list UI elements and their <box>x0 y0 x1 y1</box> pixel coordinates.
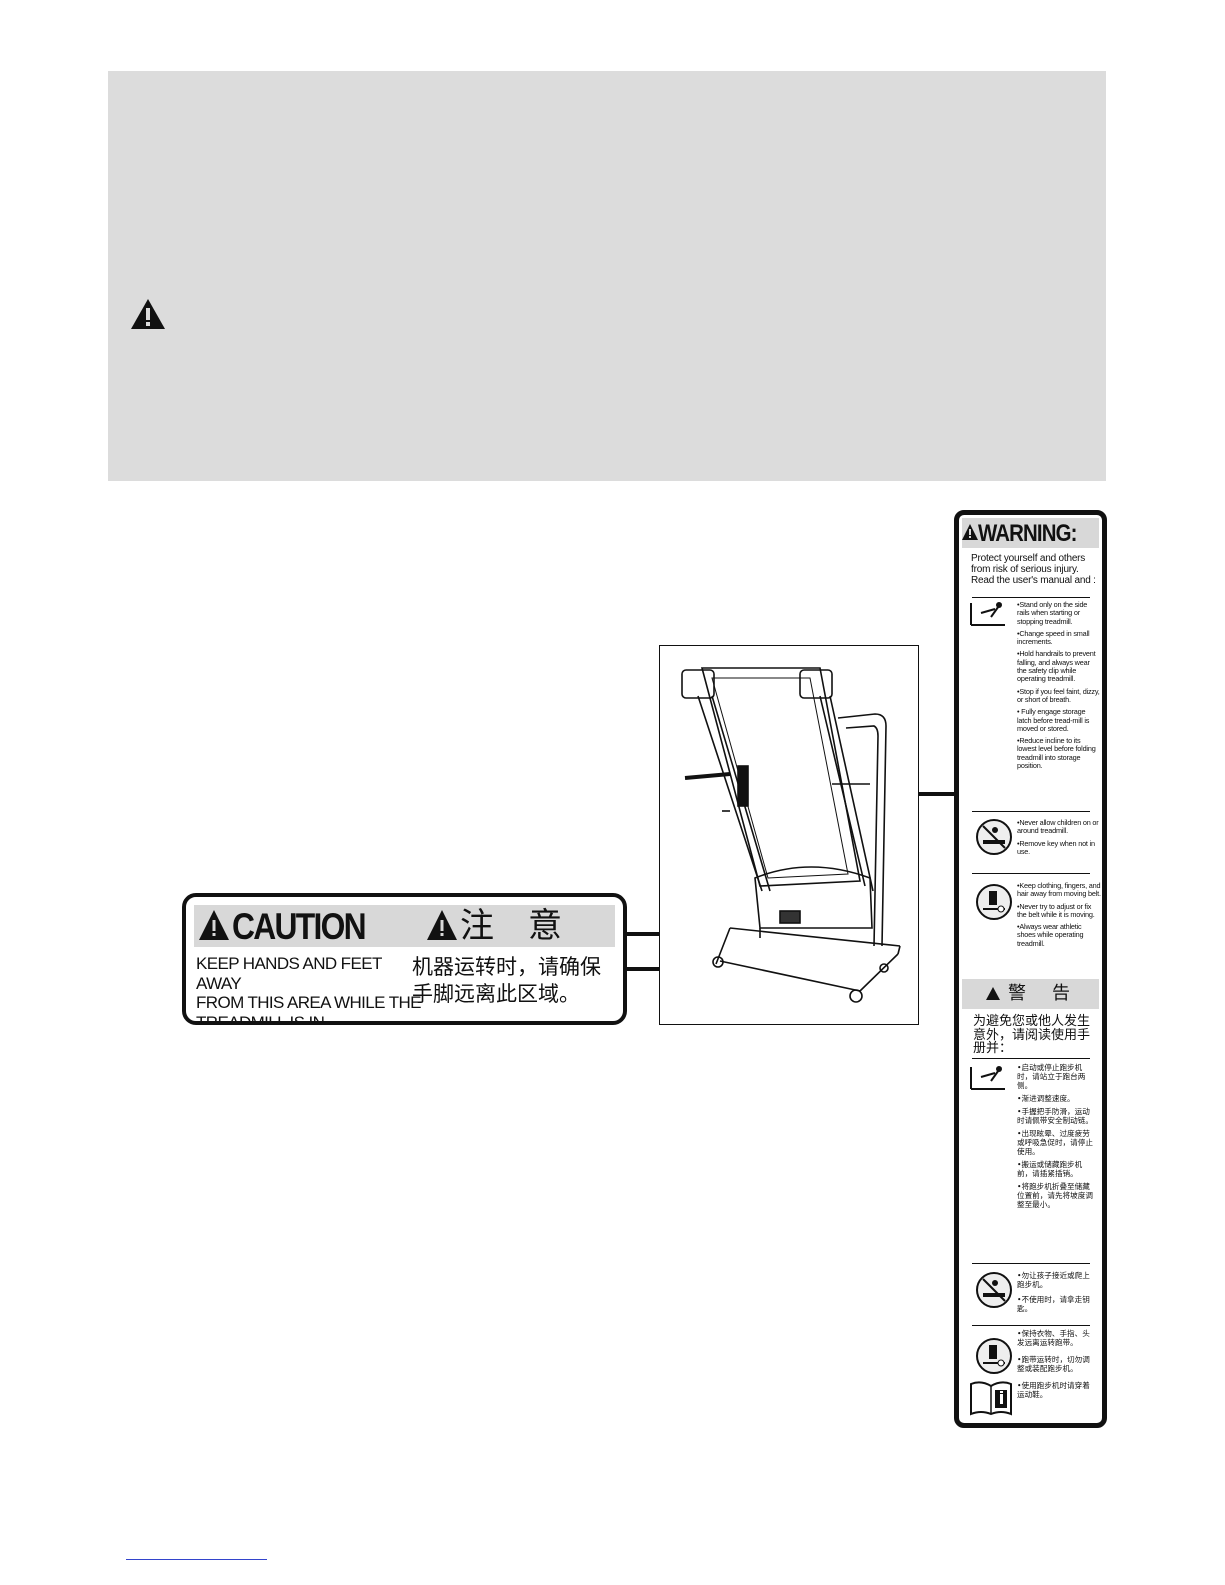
warning-item: •Stop if you feel faint, dizzy, or short… <box>1017 686 1100 704</box>
warning-label: WARNING: Protect yourself and others fro… <box>954 510 1107 1428</box>
warning-item: •Keep clothing, fingers, and hair away f… <box>1017 881 1101 899</box>
warning-item: •Stand only on the side rails when start… <box>1017 600 1088 626</box>
divider <box>972 1325 1090 1326</box>
caution-line: FROM THIS AREA WHILE THE <box>196 993 422 1012</box>
warning-heading-zh-bar: 警 告 <box>962 979 1099 1009</box>
warning-item: •保持衣物、手指、头发远离运转跑带。 <box>1017 1329 1090 1347</box>
warning-heading-en: WARNING: <box>978 520 1077 547</box>
treadmill-illustration-frame <box>659 645 919 1025</box>
grey-instruction-panel <box>108 71 1106 481</box>
warning-item: •Reduce incline to its lowest level befo… <box>1017 736 1096 771</box>
fall-hazard-icon <box>970 602 1005 626</box>
warning-section-2-en: •Never allow children on or around tread… <box>1017 818 1101 856</box>
warning-section-2-zh: •勿让孩子接近或爬上跑步机。 •不使用时，请拿走钥匙。 <box>1017 1271 1097 1313</box>
warning-item: •Never try to adjust or fix the belt whi… <box>1017 901 1095 919</box>
warning-item: •跑带运转时，切勿调整或装配跑步机。 <box>1017 1355 1090 1373</box>
warning-item: •启动或停止跑步机时，请站立于跑台两侧。 <box>1017 1063 1086 1090</box>
warning-triangle-icon <box>131 299 165 329</box>
caution-line: 手脚远离此区域。 <box>412 982 580 1006</box>
caution-line: KEEP HANDS AND FEET AWAY <box>196 954 382 993</box>
warning-item: •不使用时，请拿走钥匙。 <box>1017 1295 1090 1313</box>
warning-triangle-icon <box>427 910 457 940</box>
moving-belt-icon <box>976 1338 1012 1374</box>
warning-item: •将跑步机折叠至储藏位置前，请先将坡度调整至最小。 <box>1017 1182 1093 1209</box>
caution-text-en: KEEP HANDS AND FEET AWAY FROM THIS AREA … <box>196 954 422 1025</box>
caution-line: 机器运转时，请确保 <box>412 955 601 979</box>
divider <box>972 597 1090 598</box>
caution-line: TREADMILL IS IN OPERATION. <box>196 1012 325 1025</box>
warning-item: • Fully engage storage latch before trea… <box>1017 707 1090 733</box>
caution-heading-zh: 注 意 <box>460 906 562 946</box>
warning-section-1-en: •Stand only on the side rails when start… <box>1017 600 1101 771</box>
divider <box>972 1263 1090 1264</box>
warning-item: •Remove key when not in use. <box>1017 838 1095 856</box>
warning-item: •渐进调整速度。 <box>1017 1094 1075 1103</box>
warning-item: •手握把手防滑，运动时请佩带安全制动链。 <box>1017 1107 1093 1125</box>
warning-heading-bar: WARNING: <box>962 518 1099 548</box>
warning-heading-zh: 警 告 <box>1008 983 1074 1004</box>
warning-item: •Change speed in small increments. <box>1017 628 1090 647</box>
caution-label: CAUTION 注 意 KEEP HANDS AND FEET AWAY FRO… <box>182 893 627 1025</box>
footer-rule <box>126 1559 267 1560</box>
warning-intro-en: Protect yourself and others from risk of… <box>971 553 1096 586</box>
warning-triangle-icon <box>199 910 229 940</box>
divider <box>972 811 1090 812</box>
warning-section-3-zh: •保持衣物、手指、头发远离运转跑带。 •跑带运转时，切勿调整或装配跑步机。 •使… <box>1017 1329 1097 1399</box>
no-children-icon <box>976 819 1012 855</box>
warning-item: •勿让孩子接近或爬上跑步机。 <box>1017 1271 1090 1289</box>
moving-belt-icon <box>976 884 1012 920</box>
warning-triangle-icon <box>962 524 978 540</box>
caution-heading-bar: CAUTION 注 意 <box>194 905 615 947</box>
no-children-icon <box>976 1272 1012 1308</box>
warning-item: •使用跑步机时请穿着运动鞋。 <box>1017 1381 1090 1399</box>
warning-section-3-en: •Keep clothing, fingers, and hair away f… <box>1017 881 1101 948</box>
warning-section-1-zh: •启动或停止跑步机时，请站立于跑台两侧。 •渐进调整速度。 •手握把手防滑，运动… <box>1017 1063 1097 1209</box>
warning-item: •出现眩晕、过度疲劳或呼吸急促时，请停止使用。 <box>1017 1129 1093 1156</box>
warning-item: •搬运或储藏跑步机前，请插紧插销。 <box>1017 1160 1083 1178</box>
fall-hazard-icon <box>970 1066 1005 1090</box>
warning-item: •Always wear athletic shoes while operat… <box>1017 922 1084 948</box>
divider <box>972 873 1090 874</box>
caution-text-zh: 机器运转时，请确保 手脚远离此区域。 <box>412 954 622 1008</box>
warning-item: •Never allow children on or around tread… <box>1017 818 1099 836</box>
divider <box>972 1058 1090 1059</box>
warning-intro-zh: 为避免您或他人发生意外，请阅读使用手册并： <box>973 1014 1091 1056</box>
treadmill-illustration <box>681 667 901 1003</box>
warning-triangle-icon <box>986 987 1000 1000</box>
read-manual-icon <box>970 1381 1012 1416</box>
caution-heading-en: CAUTION <box>232 906 367 947</box>
warning-item: •Hold handrails to prevent falling, and … <box>1017 649 1096 684</box>
